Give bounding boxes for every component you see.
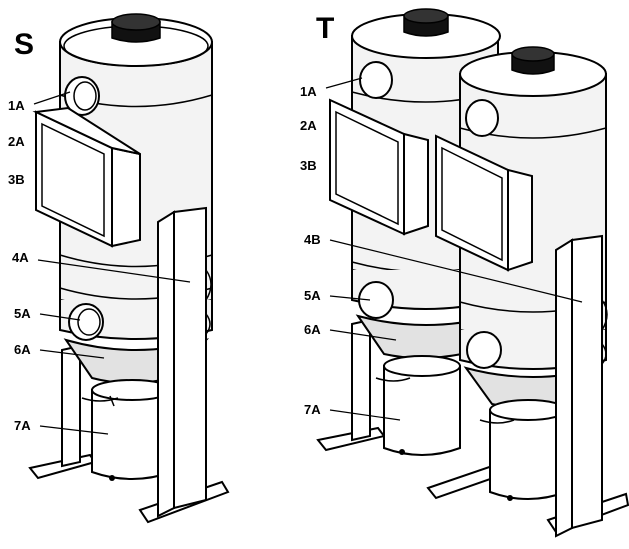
label-6a-s: 6A <box>14 342 31 357</box>
unit-t-support-post <box>555 238 573 538</box>
label-3b-t: 3B <box>300 158 317 173</box>
label-2a-s: 2A <box>8 134 25 149</box>
label-4b-t: 4B <box>304 232 321 247</box>
label-7a-s: 7A <box>14 418 31 433</box>
label-6a-t: 6A <box>304 322 321 337</box>
unit-s-inlet-5a <box>68 303 104 341</box>
leader-lines <box>33 77 583 435</box>
label-1a-t: 1A <box>300 84 317 99</box>
label-1a-s: 1A <box>8 98 25 113</box>
variant-title-t: T <box>316 12 334 45</box>
unit-s-left-leg <box>61 344 81 468</box>
label-2a-t: 2A <box>300 118 317 133</box>
unit-t-drawing <box>316 8 629 538</box>
unit-s-support-post <box>157 210 175 518</box>
label-3b-s: 3B <box>8 172 25 187</box>
variant-title-s: S <box>14 28 34 61</box>
unit-s-drawing <box>28 13 230 524</box>
label-5a-t: 5A <box>304 288 321 303</box>
label-4a-s: 4A <box>12 250 29 265</box>
unit-s-inlet-1a <box>64 76 100 116</box>
label-7a-t: 7A <box>304 402 321 417</box>
label-5a-s: 5A <box>14 306 31 321</box>
